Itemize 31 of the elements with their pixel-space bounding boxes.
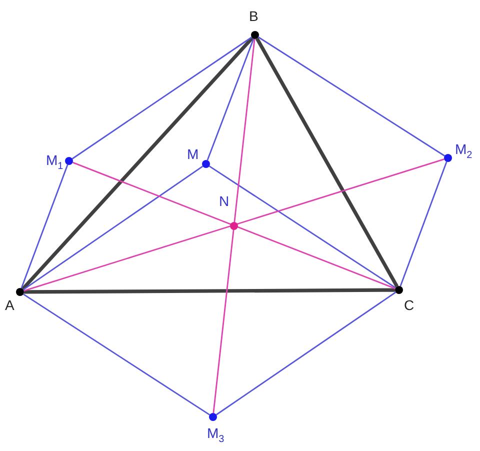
point: [16, 288, 24, 296]
point-label: A: [5, 297, 14, 313]
point: [395, 286, 403, 294]
point: [209, 413, 217, 421]
point-label: N: [219, 193, 230, 209]
point: [444, 154, 452, 162]
line-segment: [72, 162, 396, 290]
line-segment: [255, 38, 399, 288]
line-segment: [21, 36, 254, 290]
point-label: M$_{1}$: [46, 152, 64, 174]
line-segment: [258, 36, 445, 156]
line-segment: [24, 158, 444, 292]
line-segment: [216, 292, 396, 416]
point: [65, 157, 73, 165]
line-segment: [206, 38, 254, 160]
line-segment: [212, 38, 256, 414]
point-label: B: [249, 8, 258, 24]
line-segment: [20, 164, 68, 288]
point-label: M$_{2}$: [455, 141, 472, 163]
line-segment: [24, 288, 395, 294]
line-segment: [72, 36, 252, 160]
point-label: C: [404, 297, 414, 313]
line-segment: [22, 294, 210, 416]
point: [202, 160, 210, 168]
point-label: M: [187, 146, 199, 162]
point: [251, 31, 259, 39]
line-segment: [208, 166, 396, 288]
line-segment: [22, 166, 204, 290]
point-label: M$_{3}$: [207, 425, 224, 447]
point: [230, 222, 238, 230]
line-segment: [400, 162, 448, 286]
